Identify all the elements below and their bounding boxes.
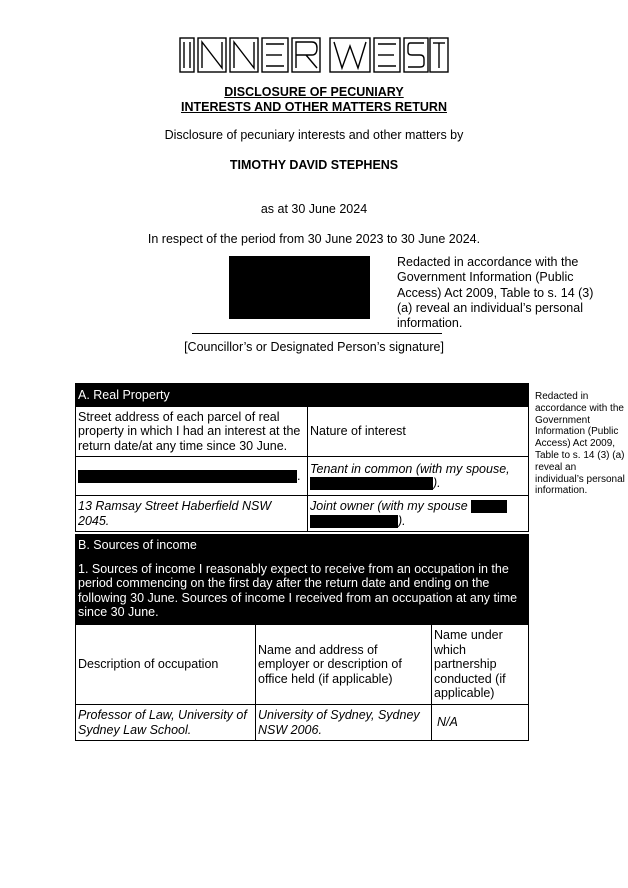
spouse-name-redaction (471, 500, 508, 514)
section-a-heading: A. Real Property (75, 383, 529, 407)
nature-suffix: ). (433, 476, 441, 490)
occupation-cell: Professor of Law, University of Sydney L… (75, 704, 256, 741)
document-title-line-1: DISCLOSURE OF PECUNIARY (224, 85, 404, 99)
signature-caption: [Councillor’s or Designated Person’s sig… (184, 340, 444, 354)
column-header-nature: Nature of interest (307, 406, 529, 457)
signature-redaction-note: Redacted in accordance with the Governme… (397, 255, 594, 331)
signature-line (192, 333, 442, 334)
column-header-address: Street address of each parcel of real pr… (75, 406, 308, 457)
signature-redaction (229, 256, 370, 319)
column-header-occupation: Description of occupation (75, 624, 256, 705)
sources-of-income-table: B. Sources of income 1. Sources of incom… (74, 534, 530, 741)
column-header-employer: Name and address of employer or descript… (255, 624, 432, 705)
disclosure-by-text: Disclosure of pecuniary interests and ot… (164, 128, 464, 142)
table-row: 13 Ramsay Street Haberfield NSW 2045. Jo… (75, 495, 529, 532)
table-row: . Tenant in common (with my spouse, ). (75, 456, 529, 496)
address-redaction (78, 469, 297, 483)
inner-west-logo (179, 37, 449, 73)
employer-cell: University of Sydney, Sydney NSW 2006. (255, 704, 432, 741)
section-b-heading: B. Sources of income (74, 534, 530, 557)
partnership-cell: N/A (430, 704, 530, 741)
nature-suffix: ). (398, 513, 406, 528)
spouse-name-redaction (310, 514, 398, 528)
side-redaction-note: Redacted in accordance with the Governme… (535, 391, 625, 497)
address-tail: . (297, 468, 301, 483)
property-address-cell: 13 Ramsay Street Haberfield NSW 2045. (75, 495, 308, 532)
nature-cell: Joint owner (with my spouse ). (307, 495, 529, 532)
section-b-subheading: 1. Sources of income I reasonably expect… (74, 556, 530, 625)
spouse-name-redaction (310, 477, 433, 491)
property-address-cell: . (75, 456, 308, 496)
nature-cell: Tenant in common (with my spouse, ). (307, 456, 529, 496)
column-header-partnership: Name under which partnership conducted (… (430, 624, 530, 705)
table-row: Professor of Law, University of Sydney L… (75, 704, 530, 741)
person-name: TIMOTHY DAVID STEPHENS (229, 158, 399, 172)
nature-text: Joint owner (with my spouse (310, 499, 468, 513)
document-title-line-2: INTERESTS AND OTHER MATTERS RETURN (181, 100, 447, 114)
reporting-period: In respect of the period from 30 June 20… (147, 232, 481, 246)
as-at-date: as at 30 June 2024 (260, 202, 368, 216)
nature-text: Tenant in common (with my spouse, (310, 461, 510, 476)
real-property-table: A. Real Property Street address of each … (75, 383, 529, 532)
